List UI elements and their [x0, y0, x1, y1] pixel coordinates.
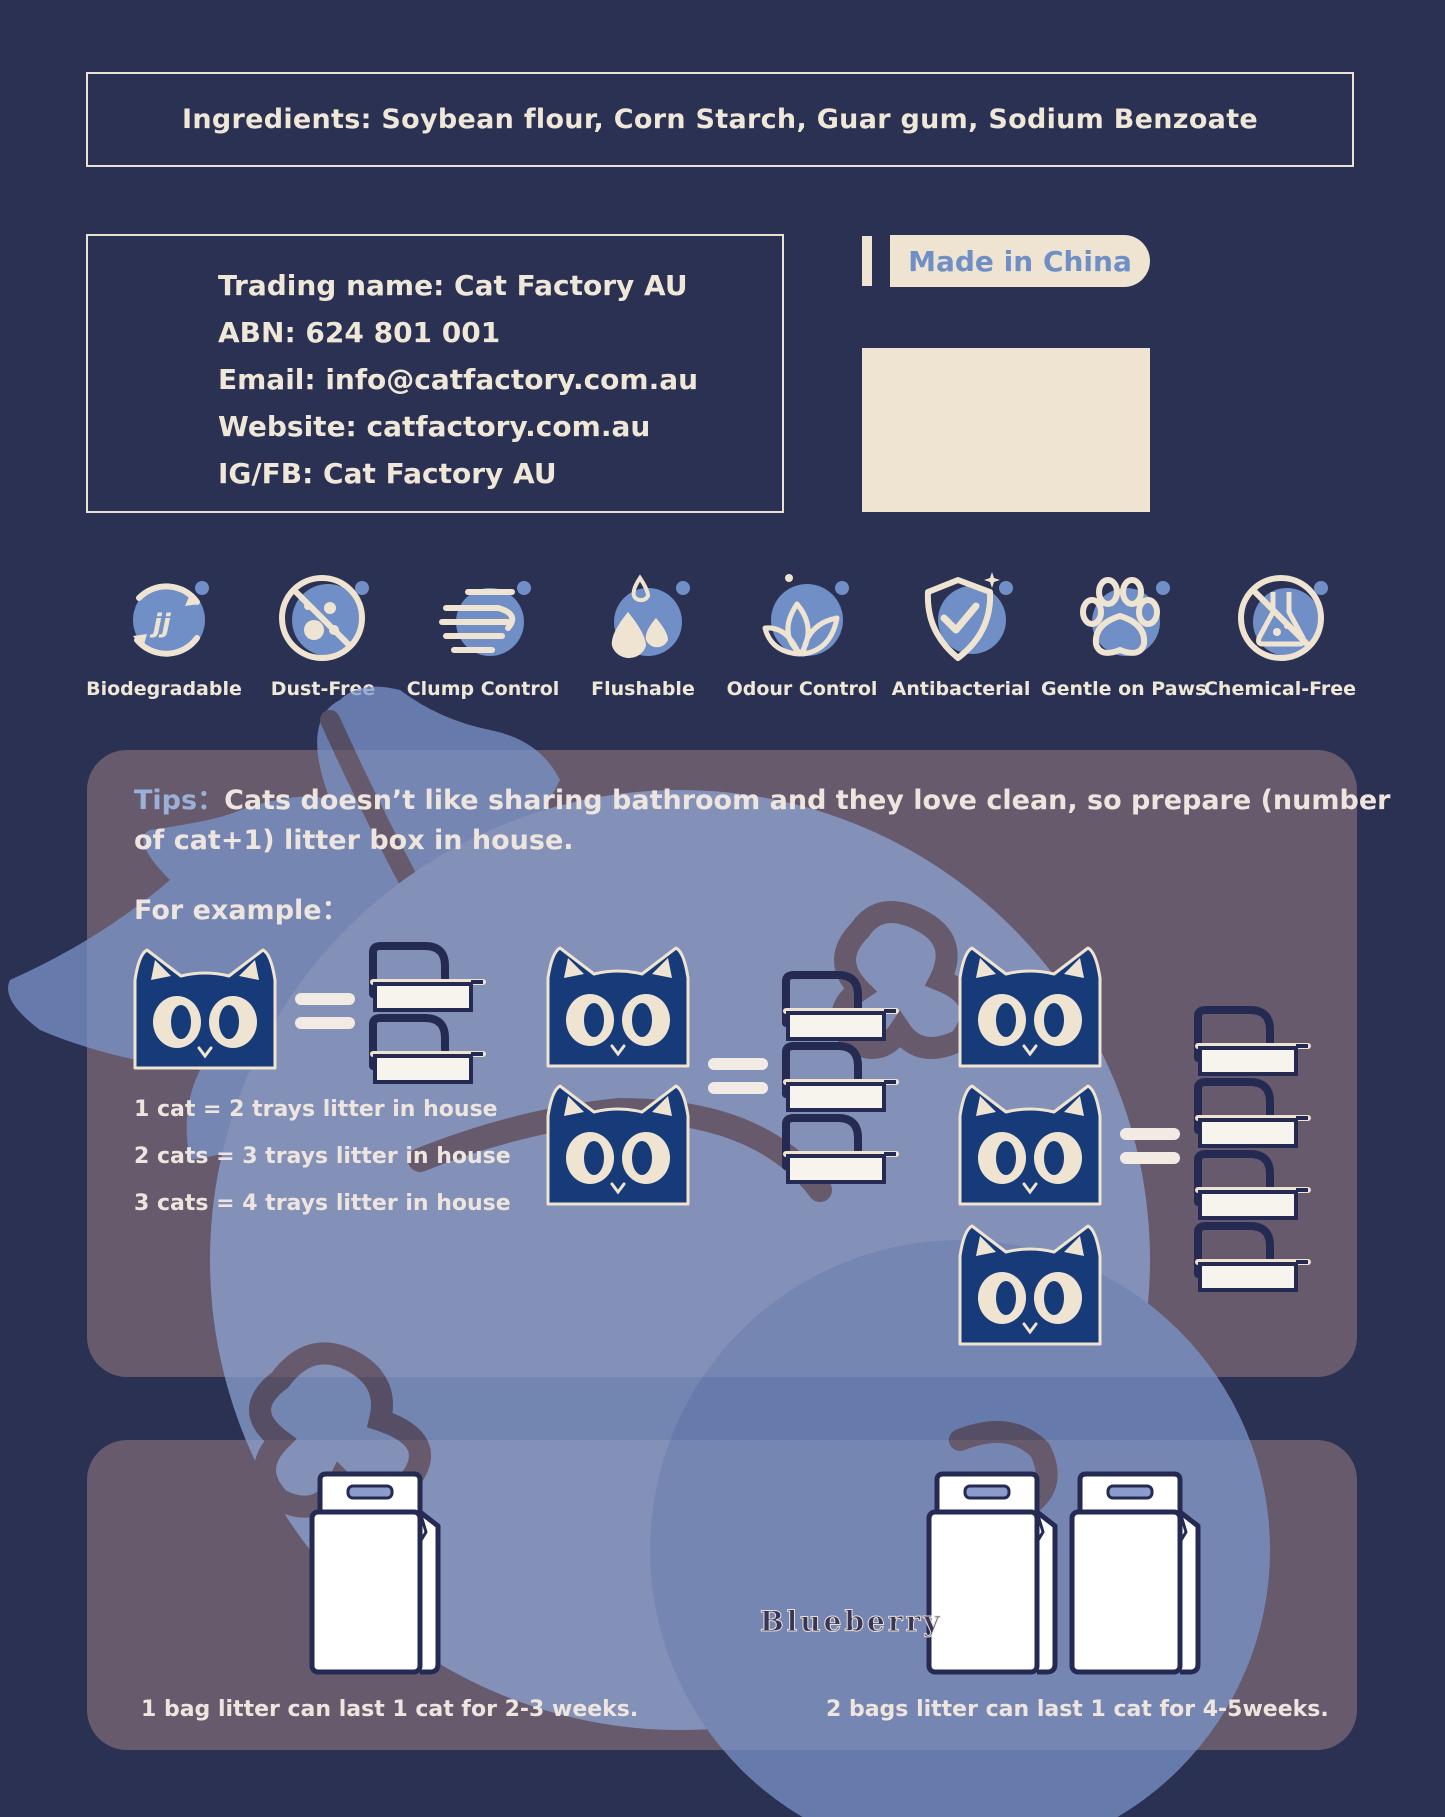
feature-chemical-free: Chemical-Free: [1200, 568, 1360, 700]
feature-biodegradable: jj Biodegradable: [84, 568, 244, 700]
paw-icon: [1080, 577, 1170, 656]
recycle-icon: jj: [133, 581, 209, 657]
website-text: Website: catfactory.com.au: [218, 410, 651, 443]
flavor-label: Blueberry: [760, 1605, 943, 1639]
feature-odour-control: Odour Control: [722, 568, 882, 700]
no-dust-icon: [279, 575, 369, 661]
feature-antibacterial: Antibacterial: [881, 568, 1041, 700]
clump-hands-icon: [439, 581, 531, 656]
two-bags-caption: 2 bags litter can last 1 cat for 4-5week…: [826, 1697, 1329, 1722]
feature-gentle-on-paws: Gentle on Paws: [1041, 568, 1207, 700]
blank-label-block: [862, 348, 1150, 512]
example-3-cats: 3 cats = 4 trays litter in house: [134, 1191, 511, 1216]
tips-line-1: Tips：Cats doesn’t like sharing bathroom …: [134, 778, 1390, 817]
origin-badge: Made in China: [890, 235, 1150, 287]
feature-label: Dust-Free: [270, 678, 376, 700]
tips-text-1: Cats doesn’t like sharing bathroom and t…: [224, 785, 1391, 816]
feature-label: Biodegradable: [86, 678, 242, 700]
tips-key: Tips：: [134, 785, 225, 816]
svg-text:jj: jj: [149, 609, 172, 639]
feature-flushable: Flushable: [563, 568, 723, 700]
social-text: IG/FB: Cat Factory AU: [218, 457, 557, 490]
origin-marker-bar: [862, 236, 872, 286]
equals-sign: [295, 993, 355, 1029]
feature-label: Flushable: [591, 678, 695, 700]
example-1-cat: 1 cat = 2 trays litter in house: [134, 1097, 498, 1122]
feature-dust-free: Dust-Free: [243, 568, 403, 700]
shield-check-icon: [924, 572, 1013, 661]
water-drops-icon: [611, 574, 690, 659]
feature-label: Odour Control: [726, 678, 878, 700]
feature-label: Chemical-Free: [1203, 678, 1357, 700]
for-example-label: For example：: [134, 895, 349, 926]
one-bag-caption: 1 bag litter can last 1 cat for 2-3 week…: [141, 1697, 639, 1722]
ingredients-text: Ingredients: Soybean flour, Corn Starch,…: [181, 104, 1259, 135]
example-2-cats: 2 cats = 3 trays litter in house: [134, 1144, 511, 1169]
feature-label: Antibacterial: [891, 678, 1031, 700]
contact-info-box: Trading name: Cat Factory AU ABN: 624 80…: [86, 234, 784, 513]
feature-clump-control: Clump Control: [403, 568, 563, 700]
no-chemical-icon: [1238, 575, 1328, 661]
leaf-icon: [762, 574, 849, 657]
ingredients-box: Ingredients: Soybean flour, Corn Starch,…: [86, 72, 1354, 167]
feature-label: Clump Control: [406, 678, 560, 700]
abn-number: ABN: 624 801 001: [218, 316, 501, 349]
trading-name: Trading name: Cat Factory AU: [218, 269, 688, 302]
equals-sign: [708, 1058, 768, 1094]
equals-sign: [1120, 1128, 1180, 1164]
tips-line-2: of cat+1) litter box in house.: [134, 825, 574, 856]
email-text: Email: info@catfactory.com.au: [218, 363, 699, 396]
origin-text: Made in China: [908, 244, 1132, 278]
feature-label: Gentle on Paws: [1041, 678, 1207, 700]
